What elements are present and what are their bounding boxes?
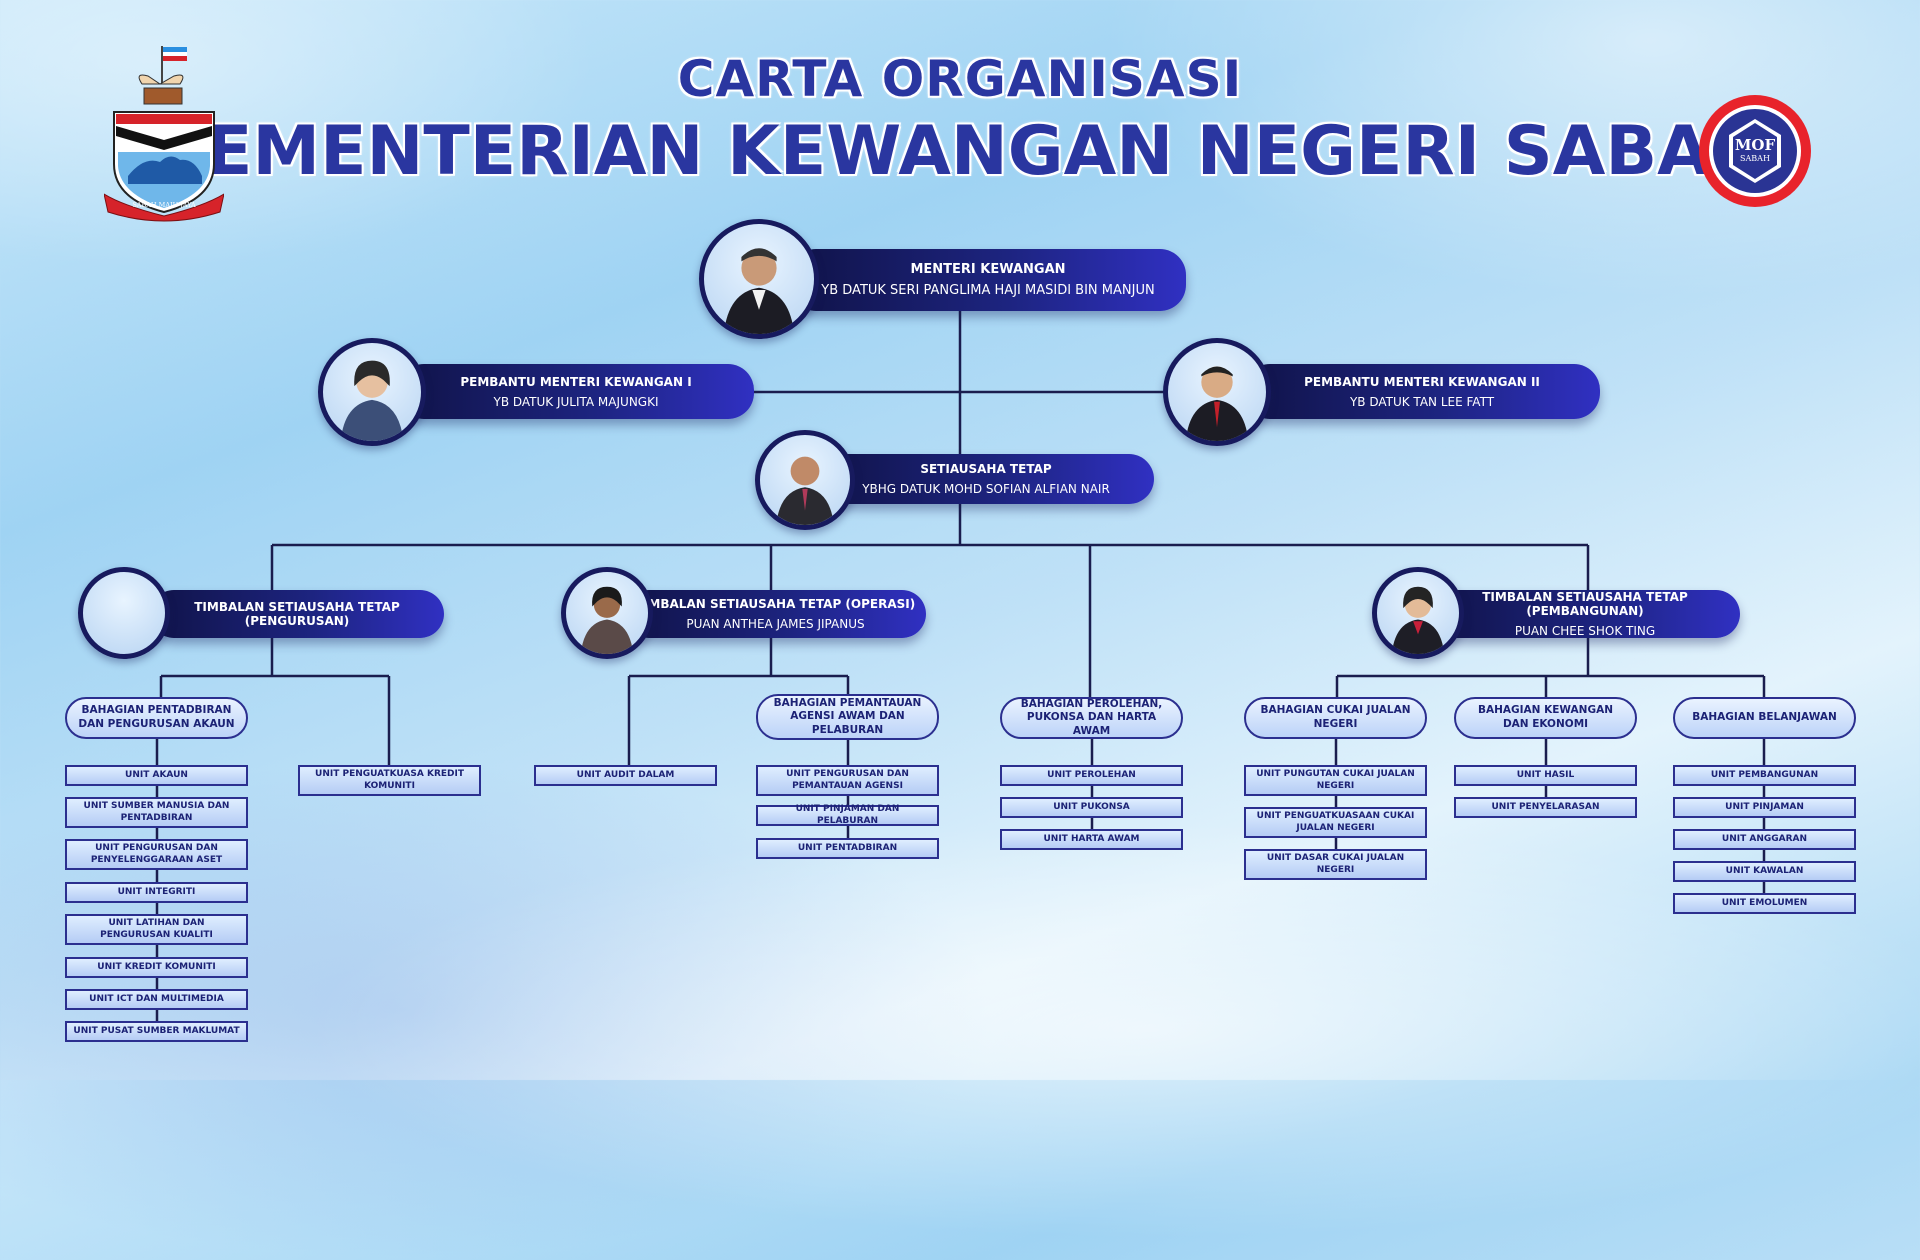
- division-perolehan-pukonsa-harta-awam: BAHAGIAN PEROLEHAN, PUKONSA DAN HARTA AW…: [1000, 697, 1183, 739]
- minister-card: MENTERI KEWANGAN YB DATUK SERI PANGLIMA …: [790, 249, 1186, 311]
- deputy-development-title: TIMBALAN SETIAUSAHA TETAP (PEMBANGUNAN): [1482, 590, 1688, 618]
- unit-box: UNIT AKAUN: [65, 765, 248, 786]
- unit-box: UNIT KREDIT KOMUNITI: [65, 957, 248, 978]
- minister-title: MENTERI KEWANGAN: [910, 262, 1066, 277]
- deputy-management-photo-placeholder: [78, 567, 170, 659]
- assistant-minister-1-photo: [318, 338, 426, 446]
- secretary-name: YBHG DATUK MOHD SOFIAN ALFIAN NAIR: [862, 482, 1110, 496]
- secretary-photo: [755, 430, 855, 530]
- unit-box: UNIT PENGURUSAN DAN PENYELENGGARAAN ASET: [65, 839, 248, 870]
- deputy-operations-title: TIMBALAN SETIAUSAHA TETAP (OPERASI): [635, 597, 916, 611]
- deputy-development-photo: [1372, 567, 1464, 659]
- unit-box: UNIT HASIL: [1454, 765, 1637, 786]
- division-kewangan-ekonomi: BAHAGIAN KEWANGAN DAN EKONOMI: [1454, 697, 1637, 739]
- assistant-minister-2-photo: [1163, 338, 1271, 446]
- minister-name: YB DATUK SERI PANGLIMA HAJI MASIDI BIN M…: [821, 283, 1155, 298]
- division-cukai-jualan-negeri: BAHAGIAN CUKAI JUALAN NEGERI: [1244, 697, 1427, 739]
- assistant-minister-2-card: PEMBANTU MENTERI KEWANGAN II YB DATUK TA…: [1244, 364, 1600, 419]
- crest-motto: SABAH MAJU JAYA: [132, 201, 196, 209]
- mof-sabah-logo: MOF SABAH: [1696, 92, 1814, 210]
- unit-box: UNIT ANGGARAN: [1673, 829, 1856, 850]
- assistant-minister-1-title: PEMBANTU MENTERI KEWANGAN I: [460, 374, 692, 389]
- unit-box: UNIT EMOLUMEN: [1673, 893, 1856, 914]
- unit-box: UNIT PEROLEHAN: [1000, 765, 1183, 786]
- unit-box: UNIT INTEGRITI: [65, 882, 248, 903]
- unit-box: UNIT ICT DAN MULTIMEDIA: [65, 989, 248, 1010]
- unit-box: UNIT PENYELARASAN: [1454, 797, 1637, 818]
- deputy-operations-card: TIMBALAN SETIAUSAHA TETAP (OPERASI) PUAN…: [625, 590, 926, 638]
- unit-box: UNIT PENTADBIRAN: [756, 838, 939, 859]
- mof-logo-text: MOF: [1734, 136, 1776, 154]
- assistant-minister-2-name: YB DATUK TAN LEE FATT: [1349, 394, 1495, 409]
- deputy-development-name: PUAN CHEE SHOK TING: [1514, 624, 1656, 638]
- deputy-management-title: TIMBALAN SETIAUSAHA TETAP (PENGURUSAN): [194, 600, 400, 628]
- unit-box: UNIT DASAR CUKAI JUALAN NEGERI: [1244, 849, 1427, 880]
- unit-box: UNIT LATIHAN DAN PENGURUSAN KUALITI: [65, 914, 248, 945]
- ministry-title: KEMENTERIAN KEWANGAN NEGERI SABAH: [153, 112, 1767, 191]
- assistant-minister-1-name: YB DATUK JULITA MAJUNGKI: [493, 394, 659, 409]
- unit-box: UNIT PENGURUSAN DAN PEMANTAUAN AGENSI: [756, 765, 939, 796]
- deputy-operations-photo: [561, 567, 653, 659]
- secretary-card: SETIAUSAHA TETAP YBHG DATUK MOHD SOFIAN …: [818, 454, 1154, 504]
- minister-photo: [699, 219, 819, 339]
- assistant-minister-2-title: PEMBANTU MENTERI KEWANGAN II: [1304, 374, 1540, 389]
- unit-box: UNIT PUSAT SUMBER MAKLUMAT: [65, 1021, 248, 1042]
- assistant-minister-1-card: PEMBANTU MENTERI KEWANGAN I YB DATUK JUL…: [398, 364, 754, 419]
- division-belanjawan: BAHAGIAN BELANJAWAN: [1673, 697, 1856, 739]
- unit-box: UNIT SUMBER MANUSIA DAN PENTADBIRAN: [65, 797, 248, 828]
- unit-box: UNIT HARTA AWAM: [1000, 829, 1183, 850]
- unit-box: UNIT AUDIT DALAM: [534, 765, 717, 786]
- secretary-title: SETIAUSAHA TETAP: [920, 462, 1052, 476]
- deputy-operations-name: PUAN ANTHEA JAMES JIPANUS: [686, 617, 865, 631]
- division-pemantauan-agensi-awam-pelaburan: BAHAGIAN PEMANTAUAN AGENSI AWAM DAN PELA…: [756, 694, 939, 740]
- unit-box: UNIT PENGUATKUASAAN CUKAI JUALAN NEGERI: [1244, 807, 1427, 838]
- unit-box: UNIT KAWALAN: [1673, 861, 1856, 882]
- chart-title: CARTA ORGANISASI: [677, 50, 1243, 108]
- unit-box: UNIT PINJAMAN DAN PELABURAN: [756, 804, 939, 826]
- deputy-management-card: TIMBALAN SETIAUSAHA TETAP (PENGURUSAN): [150, 590, 444, 638]
- unit-box: UNIT PUKONSA: [1000, 797, 1183, 818]
- unit-box: UNIT PENGUATKUASA KREDIT KOMUNITI: [298, 765, 481, 796]
- mof-logo-subtext: SABAH: [1740, 154, 1770, 163]
- unit-box: UNIT PEMBANGUNAN: [1673, 765, 1856, 786]
- unit-box: UNIT PUNGUTAN CUKAI JUALAN NEGERI: [1244, 765, 1427, 796]
- deputy-development-card: TIMBALAN SETIAUSAHA TETAP (PEMBANGUNAN) …: [1430, 590, 1740, 638]
- unit-box: UNIT PINJAMAN: [1673, 797, 1856, 818]
- division-pentadbiran-pengurusan-akaun: BAHAGIAN PENTADBIRAN DAN PENGURUSAN AKAU…: [65, 697, 248, 739]
- sabah-crest-logo: SABAH MAJU JAYA: [103, 44, 225, 224]
